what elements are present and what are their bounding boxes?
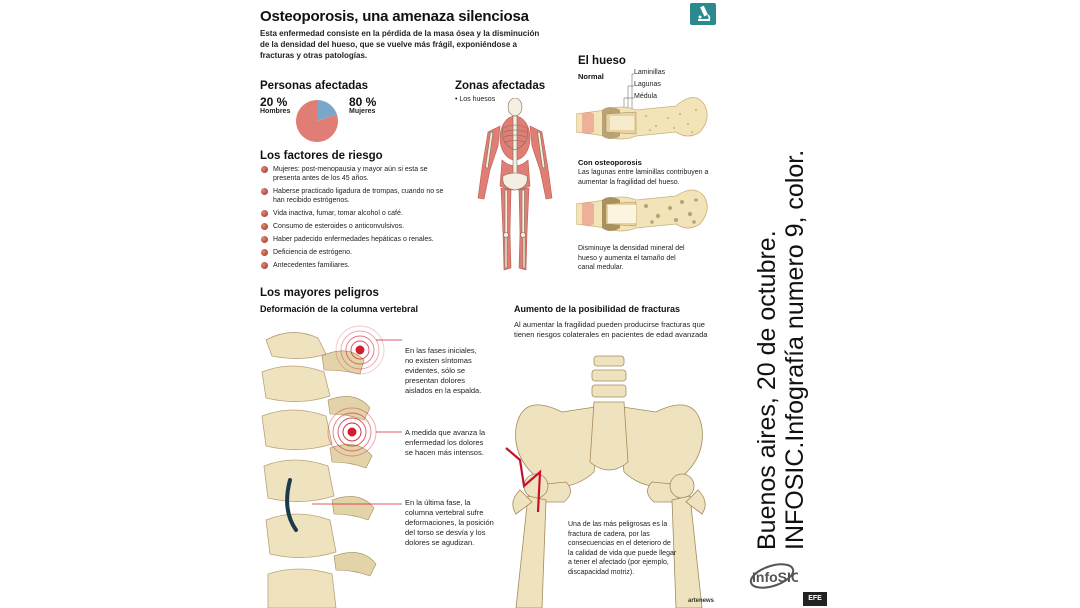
normal-bone-illustration bbox=[576, 73, 708, 140]
risk-list: Mujeres: post-menopausia y mayor aún si … bbox=[260, 165, 450, 274]
red-bullet-icon bbox=[261, 249, 268, 256]
svg-text:InfoSIC: InfoSIC bbox=[752, 569, 798, 585]
risk-title: Los factores de riesgo bbox=[260, 150, 383, 162]
spine-title: Deformación de la columna vertebral bbox=[260, 304, 419, 314]
red-bullet-icon bbox=[261, 262, 268, 269]
list-item: Vida inactiva, fumar, tomar alcohol o ca… bbox=[260, 209, 450, 218]
women-label: Mujeres bbox=[349, 108, 376, 115]
spine-note-3: En la última fase, la columna vertebral … bbox=[405, 498, 494, 547]
infographic-sheet: Osteoporosis, una amenaza silenciosa Est… bbox=[252, 0, 724, 608]
pelvis-illustration bbox=[505, 355, 706, 608]
dangers-title: Los mayores peligros bbox=[260, 287, 379, 299]
osteoporosis-bone-illustration bbox=[576, 189, 708, 232]
pie-slice-men bbox=[317, 100, 337, 121]
list-item: Antecedentes familiares. bbox=[260, 261, 450, 270]
bone-label-lagunas: Lagunas bbox=[634, 81, 661, 88]
credit-text: artenews bbox=[688, 598, 715, 604]
osteo-title: Con osteoporosis bbox=[578, 158, 642, 167]
bone-label-medula: Médula bbox=[634, 93, 657, 100]
microscope-icon bbox=[690, 3, 716, 25]
red-bullet-icon bbox=[261, 223, 268, 230]
list-item: Haberse practicado ligadura de trompas, … bbox=[260, 187, 450, 205]
spine-illustration bbox=[261, 325, 402, 608]
osteo-caption: Disminuye la densidad mineral del hueso … bbox=[578, 245, 685, 271]
women-percent: 80 % bbox=[349, 95, 377, 109]
men-percent: 20 % bbox=[260, 95, 288, 109]
red-bullet-icon bbox=[261, 236, 268, 243]
affected-title: Personas afectadas bbox=[260, 80, 369, 92]
zones-item: • Los huesos bbox=[455, 96, 496, 103]
fracture-title: Aumento de la posibilidad de fracturas bbox=[514, 304, 681, 314]
red-bullet-icon bbox=[261, 166, 268, 173]
list-item: Consumo de esteroides o anticonvulsivos. bbox=[260, 222, 450, 231]
bone-title: El hueso bbox=[578, 55, 626, 67]
men-label: Hombres bbox=[260, 108, 291, 115]
efe-logo: EFE bbox=[803, 592, 827, 606]
bone-normal-label: Normal bbox=[578, 72, 604, 81]
list-item: Mujeres: post-menopausia y mayor aún si … bbox=[260, 165, 450, 183]
red-bullet-icon bbox=[261, 210, 268, 217]
side-caption-area: Buenos aires, 20 de octubre. INFOSIC.Inf… bbox=[745, 30, 835, 550]
gender-pie-chart bbox=[296, 100, 338, 142]
list-item: Haber padecido enfermedades hepáticas o … bbox=[260, 235, 450, 244]
fracture-text: Al aumentar la fragilidad pueden produci… bbox=[514, 320, 708, 339]
intro-text: Esta enfermedad consiste en la pérdida d… bbox=[260, 29, 540, 60]
spine-note-2: A medida que avanza la enfermedad los do… bbox=[405, 428, 486, 457]
red-bullet-icon bbox=[261, 188, 268, 195]
infosic-emblem-icon: InfoSIC bbox=[749, 563, 798, 589]
page-title: Osteoporosis, una amenaza silenciosa bbox=[260, 8, 529, 25]
osteo-text: Las lagunas entre laminillas contribuyen… bbox=[578, 169, 709, 186]
skeleton-illustration bbox=[477, 98, 553, 271]
side-caption: Buenos aires, 20 de octubre. INFOSIC.Inf… bbox=[753, 149, 809, 550]
bone-label-laminillas: Laminillas bbox=[634, 69, 666, 76]
zones-title: Zonas afectadas bbox=[455, 80, 546, 92]
hip-note: Una de las más peligrosas es la fractura… bbox=[568, 521, 677, 576]
list-item: Deficiencia de estrógeno. bbox=[260, 248, 450, 257]
spine-note-1: En las fases iniciales, no existen sínto… bbox=[405, 346, 482, 395]
